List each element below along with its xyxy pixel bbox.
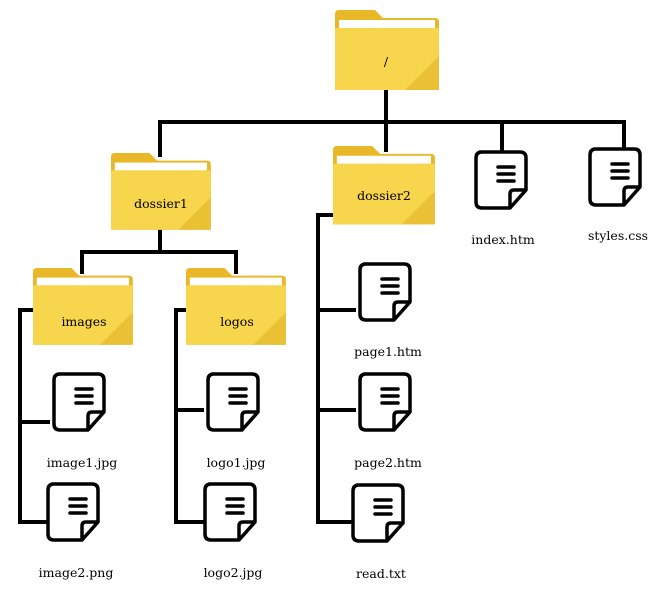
folder-icon: [333, 146, 435, 225]
node-label-dossier1: dossier1: [134, 196, 188, 211]
node-images: images: [33, 268, 133, 345]
node-read: read.txt: [351, 483, 406, 581]
node-label-page1: page1.htm: [354, 344, 422, 359]
node-label-logos: logos: [220, 314, 253, 329]
node-logo1: logo1.jpg: [206, 372, 266, 470]
connector-lines: [18, 88, 626, 524]
node-image2: image2.png: [39, 482, 114, 580]
file-icon: [351, 483, 405, 543]
file-icon: [52, 372, 106, 432]
node-label-images: images: [61, 314, 106, 329]
file-icon: [358, 372, 412, 432]
node-label-image2: image2.png: [39, 565, 114, 580]
file-icon: [46, 482, 100, 542]
file-icon: [203, 482, 257, 542]
file-icon: [358, 262, 412, 322]
node-label-logo1: logo1.jpg: [207, 455, 266, 470]
node-image1: image1.jpg: [47, 372, 118, 470]
node-label-styles: styles.css: [588, 228, 648, 243]
node-logos: logos: [186, 268, 286, 345]
folder-icon: [33, 268, 133, 345]
node-label-index: index.htm: [471, 232, 535, 247]
node-dossier1: dossier1: [111, 153, 211, 230]
node-label-root: /: [384, 54, 389, 69]
node-label-logo2: logo2.jpg: [204, 565, 263, 580]
node-label-read: read.txt: [356, 566, 406, 581]
node-styles: styles.css: [588, 147, 648, 243]
folder-icon: [335, 10, 439, 90]
node-logo2: logo2.jpg: [203, 482, 263, 580]
node-page2: page2.htm: [354, 372, 422, 470]
folder-icon: [186, 268, 286, 345]
node-page1: page1.htm: [354, 262, 422, 359]
file-icon: [474, 150, 528, 210]
file-icon: [588, 147, 642, 207]
node-root: /: [335, 10, 439, 90]
node-label-dossier2: dossier2: [357, 188, 411, 203]
node-label-page2: page2.htm: [354, 455, 422, 470]
node-dossier2: dossier2: [333, 146, 435, 225]
node-label-image1: image1.jpg: [47, 455, 118, 470]
folder-icon: [111, 153, 211, 230]
node-index: index.htm: [471, 150, 535, 247]
file-icon: [206, 372, 260, 432]
